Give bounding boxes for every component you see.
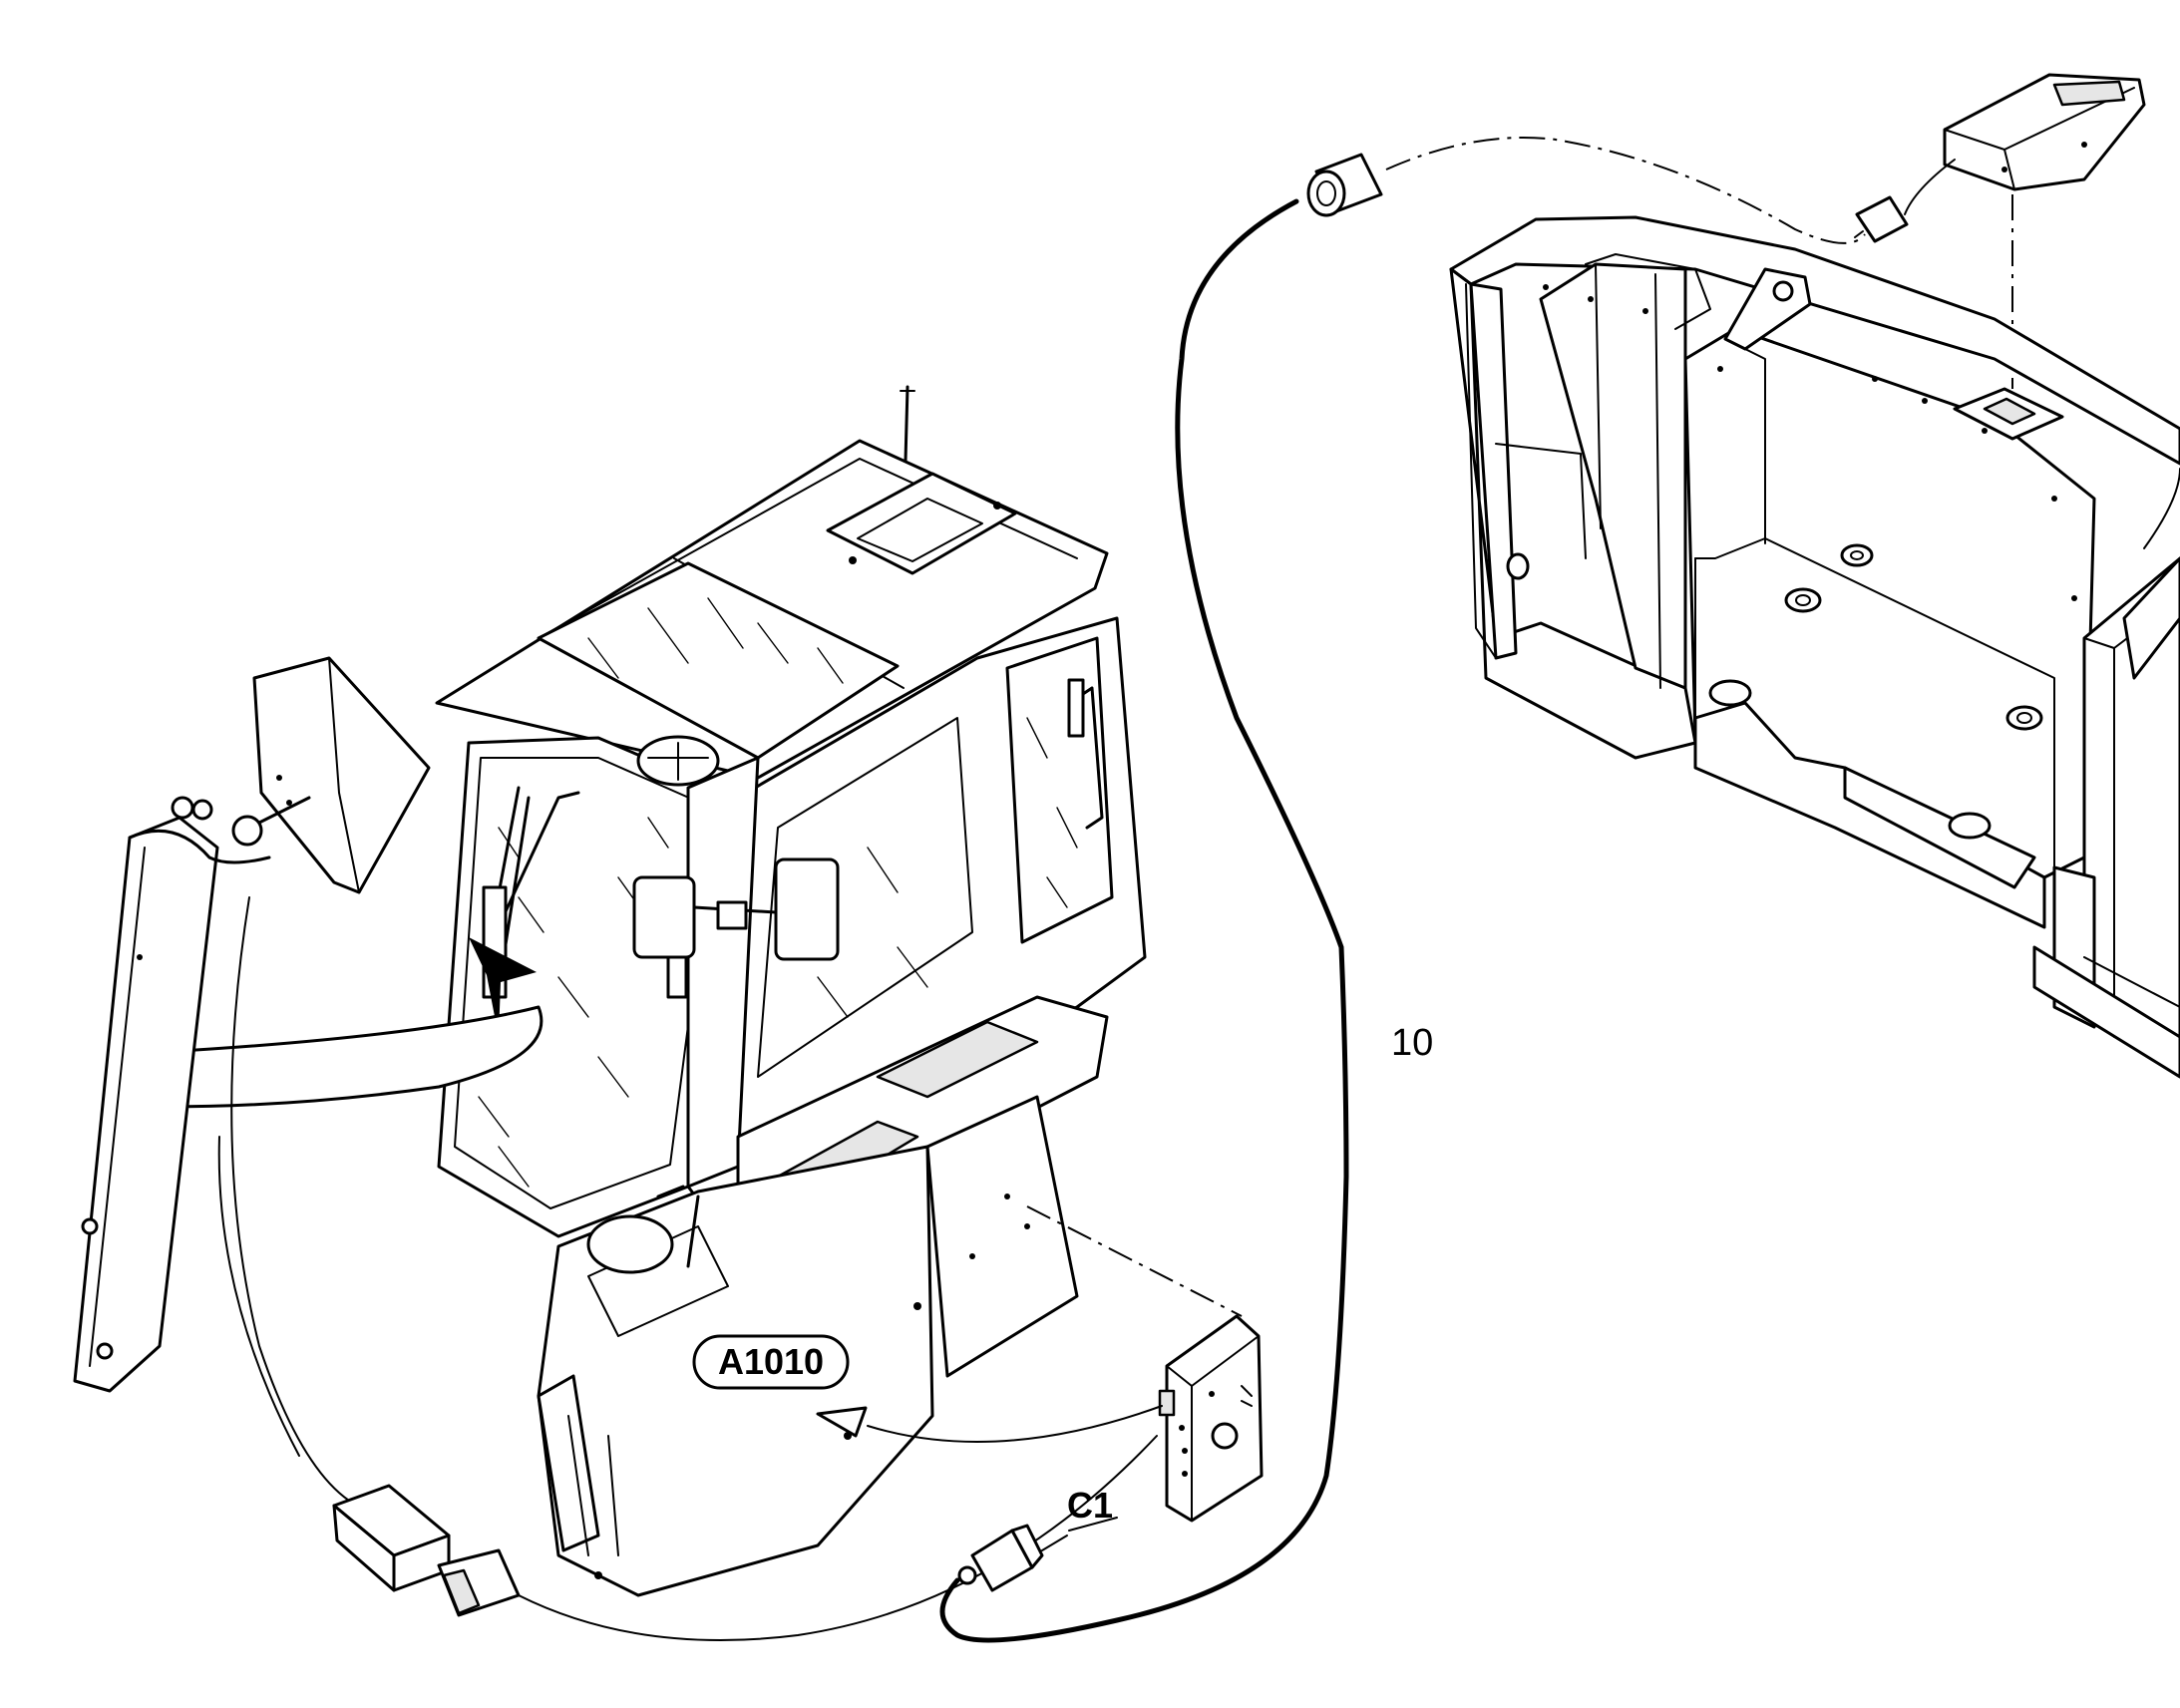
control-unit xyxy=(816,1314,1264,1523)
mounting-leader-line xyxy=(1026,1205,1243,1317)
connector-leader xyxy=(1068,1517,1118,1532)
unit-callout-label: A1010 xyxy=(718,1341,824,1382)
mirror-harness-wire-2 xyxy=(217,1136,300,1457)
cable-10 xyxy=(939,153,1383,1643)
harness-connector-pair xyxy=(332,1435,1158,1641)
counterweight-structure xyxy=(1449,215,2180,1079)
sensor-module xyxy=(1854,73,2146,243)
cable-number-label: 10 xyxy=(1391,1022,1433,1064)
operator-cab xyxy=(163,385,1147,1597)
mirror-arm-assembly xyxy=(73,656,431,1393)
unit-callout: A1010 xyxy=(692,1334,850,1390)
connector-label: C1 xyxy=(1067,1485,1113,1526)
mirror-harness-wire xyxy=(230,896,350,1502)
